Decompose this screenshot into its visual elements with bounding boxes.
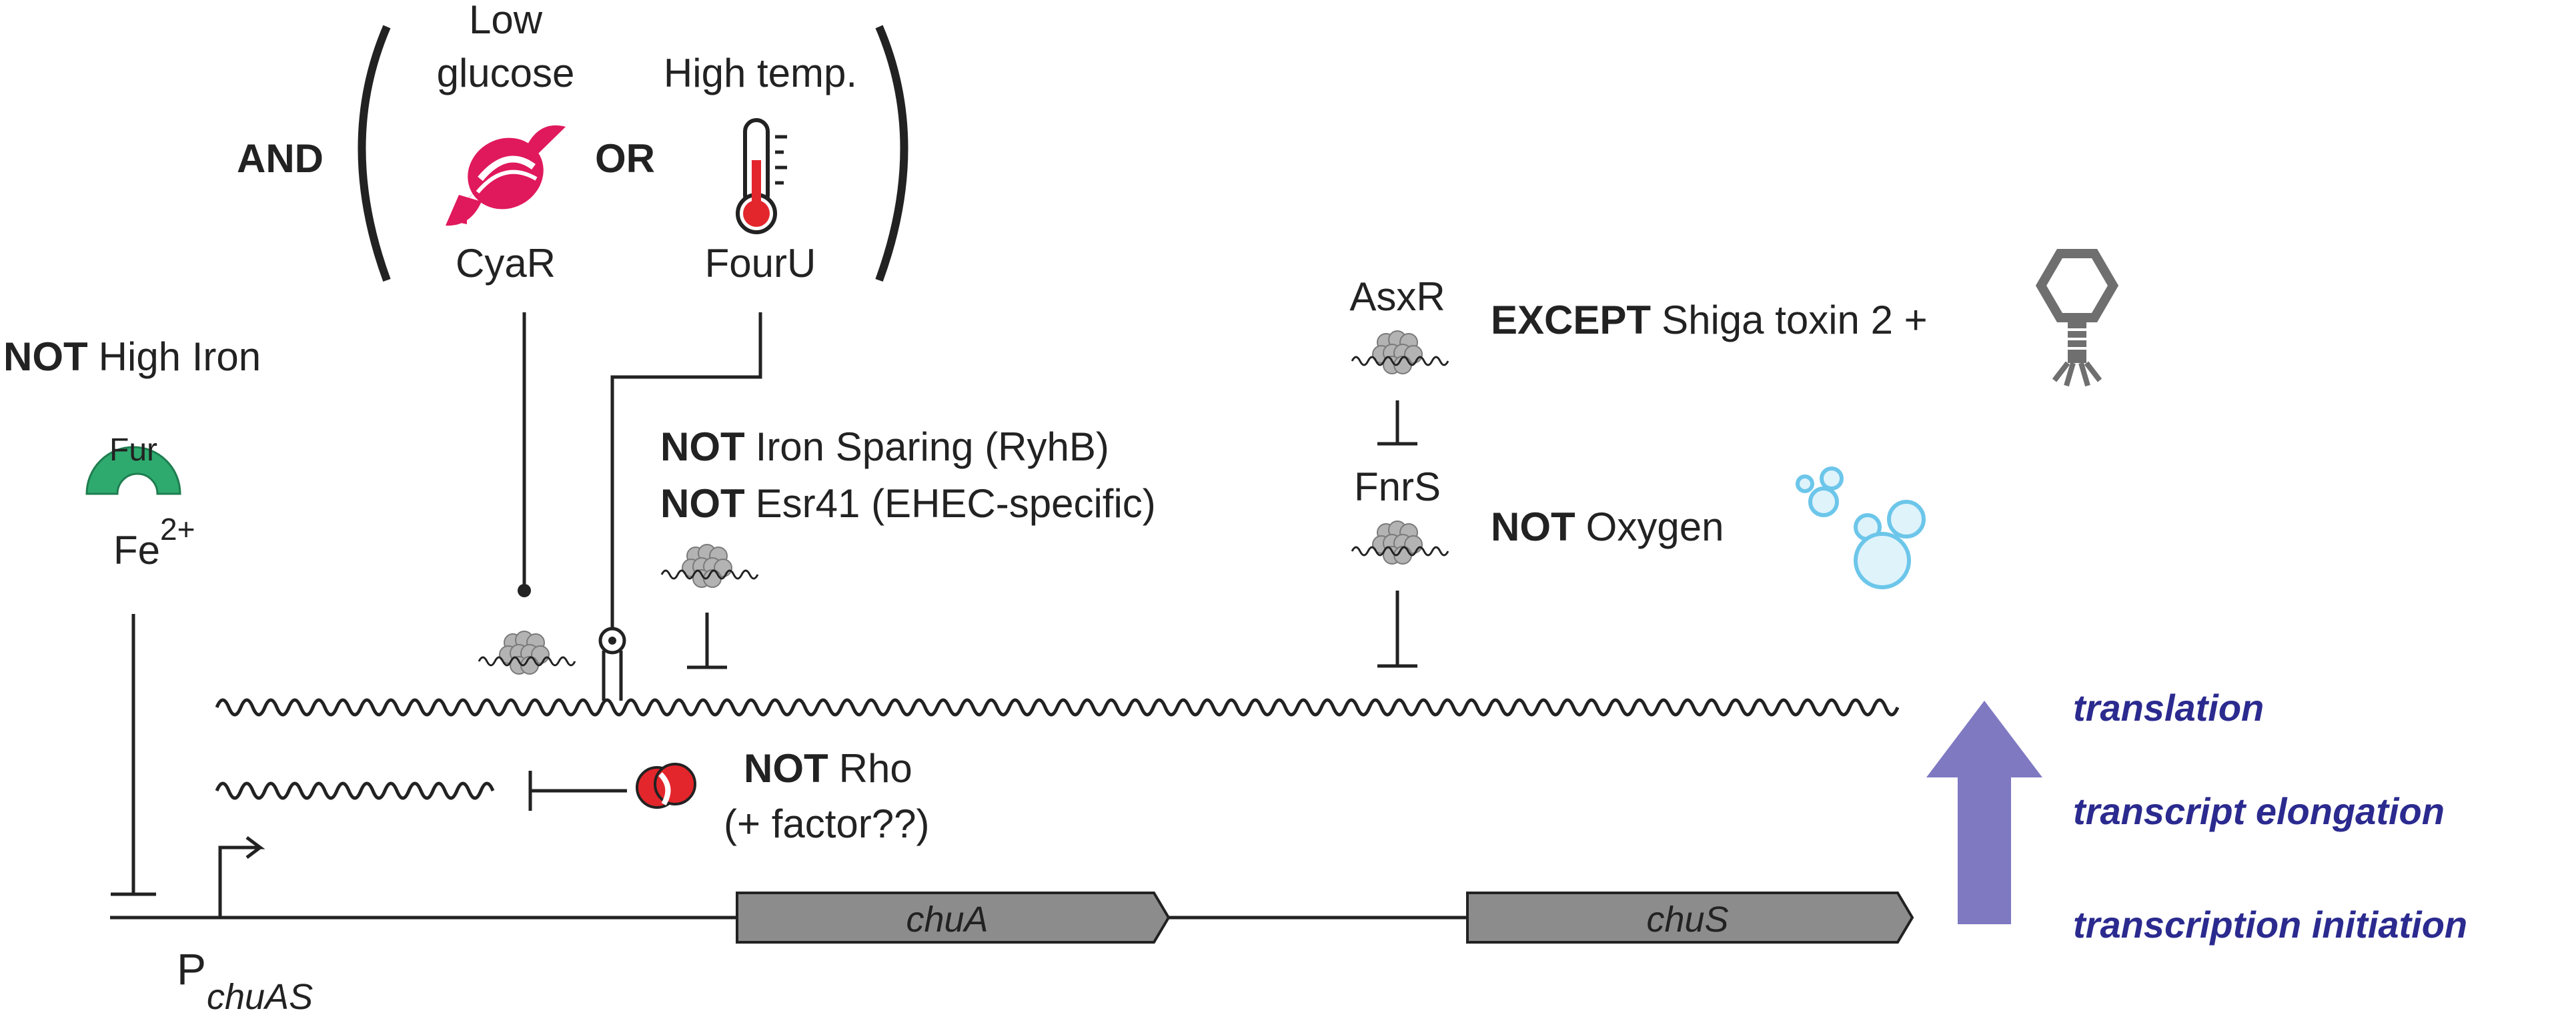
- left-paren: [358, 25, 391, 282]
- asxr-label: AsxR: [1349, 274, 1445, 319]
- rho-icon: [636, 763, 696, 809]
- fnrs-label: FnrS: [1354, 464, 1441, 509]
- and-label: AND: [237, 136, 324, 181]
- chuA-label: chuA: [906, 900, 988, 940]
- candy-icon: [446, 125, 566, 226]
- hfq-icon-cyar: [478, 630, 576, 675]
- level-initiation: transcription initiation: [2073, 904, 2467, 946]
- fur-icon: Fur: [85, 432, 181, 495]
- or-label: OR: [595, 136, 655, 181]
- hfq-icon-asxr: [1351, 330, 1449, 375]
- fe-label: Fe2+: [113, 512, 195, 573]
- low-glucose-line1: Low: [469, 0, 543, 42]
- chuA-gene-box: [736, 892, 1171, 944]
- chuS-label: chuS: [1646, 900, 1728, 940]
- cyar-endpoint: [518, 584, 531, 597]
- level-elongation: transcript elongation: [2073, 790, 2445, 832]
- hfq-icon-ryhb: [660, 543, 759, 589]
- regulation-level-arrow: [1926, 701, 2042, 924]
- rho-factor: (+ factor??): [724, 801, 929, 846]
- low-glucose-line2: glucose: [437, 51, 575, 95]
- fouru-label: FourU: [705, 241, 816, 286]
- thermometer-icon: [736, 118, 787, 234]
- phage-icon: [2035, 249, 2119, 387]
- truncated-transcript: [215, 781, 495, 800]
- promoter-subscript: chuAS: [207, 977, 313, 1017]
- promoter-label: P: [177, 944, 206, 994]
- chuS-gene-box: [1466, 892, 1914, 944]
- level-translation: translation: [2073, 687, 2264, 729]
- right-paren: [875, 25, 908, 282]
- fur-label: Fur: [109, 432, 157, 468]
- cyar-label: CyaR: [456, 241, 556, 286]
- fouru-connector: [610, 312, 762, 627]
- promoter-flag-icon: [218, 836, 265, 918]
- high-temp-label: High temp.: [664, 51, 857, 95]
- bubbles-icon: [1796, 466, 1926, 589]
- hfq-icon-fnrs: [1351, 520, 1449, 565]
- full-transcript: [215, 698, 1900, 717]
